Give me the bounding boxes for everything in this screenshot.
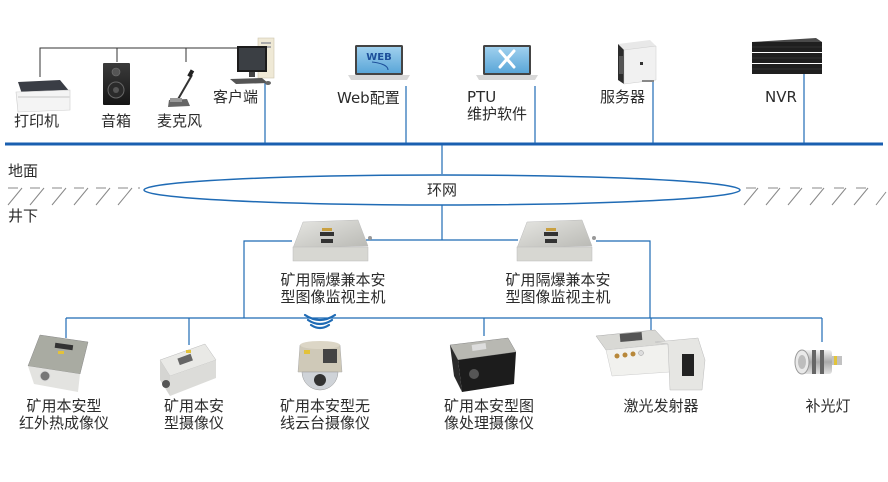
camera-box-icon [159,343,217,396]
laptop-web-icon: WEB [348,45,410,80]
ptu-label-line1: PTU [467,88,497,106]
microphone-icon [168,69,195,107]
laser-emitter-icon [595,329,706,391]
underground-zone-label: 井下 [8,207,39,225]
explosion-proof-box-icon [516,219,596,262]
ptz-camera-label: 矿用本安型无 线云台摄像仪 [280,398,370,432]
peripheral-link [39,47,245,77]
speaker-label: 音箱 [101,112,132,130]
web-screen-text: WEB [366,52,391,63]
processing-camera-icon [449,337,517,392]
host-links [65,205,823,345]
ir-camera-label-line2: 红外热成像仪 [18,414,110,432]
fill-light-icon [794,349,842,375]
ptu-label-line2: 维护软件 [467,105,528,123]
host-1-label-line2: 型图像监视主机 [280,288,386,306]
ground-zone-label: 地面 [8,162,39,180]
img-proc-camera-label-line1: 矿用本安型图 [443,397,535,415]
laptop-tools-icon [476,45,538,80]
tower-server-icon [618,40,657,85]
laser-label: 激光发射器 [623,397,699,415]
thermal-camera-icon [27,334,89,392]
printer-icon [15,80,71,113]
nvr-label: NVR [765,88,797,106]
ptz-camera-label-line2: 线云台摄像仪 [279,414,371,432]
host-1-label-line1: 矿用隔爆兼本安 [280,271,386,289]
camera-label-line1: 矿用本安 [163,397,225,415]
host-2-label-line2: 型图像监视主机 [505,288,611,306]
web-config-label: Web配置 [337,89,400,107]
microphone-label: 麦克风 [157,112,203,130]
surface-drops [264,72,805,174]
server-label: 服务器 [600,88,646,106]
img-proc-camera-label-line2: 像处理摄像仪 [443,414,535,432]
host-2-label: 矿用隔爆兼本安 型图像监视主机 [505,272,610,306]
rack-nvr-icon [752,38,822,74]
ptz-camera-label-line1: 矿用本安型无 [279,397,371,415]
desktop-pc-icon [230,37,275,85]
ptu-label: PTU 维护软件 [467,89,527,123]
ir-camera-label-line1: 矿用本安型 [26,397,102,415]
img-proc-camera-label: 矿用本安型图 像处理摄像仪 [444,398,534,432]
camera-label: 矿用本安 型摄像仪 [164,398,224,432]
explosion-proof-box-icon [292,219,372,262]
ring-network-label: 环网 [426,181,458,199]
dome-camera-icon [297,341,343,391]
client-label: 客户端 [213,88,259,106]
printer-label: 打印机 [14,112,60,130]
ir-camera-label: 矿用本安型 红外热成像仪 [19,398,109,432]
host-1-label: 矿用隔爆兼本安 型图像监视主机 [280,272,385,306]
wireless-signal-icon [303,313,337,330]
fill-light-label: 补光灯 [805,397,851,415]
speaker-icon [103,63,130,105]
host-2-label-line1: 矿用隔爆兼本安 [505,271,611,289]
ground-separator-right [743,187,887,206]
camera-label-line2: 型摄像仪 [163,414,225,432]
ground-separator-left [7,187,140,206]
